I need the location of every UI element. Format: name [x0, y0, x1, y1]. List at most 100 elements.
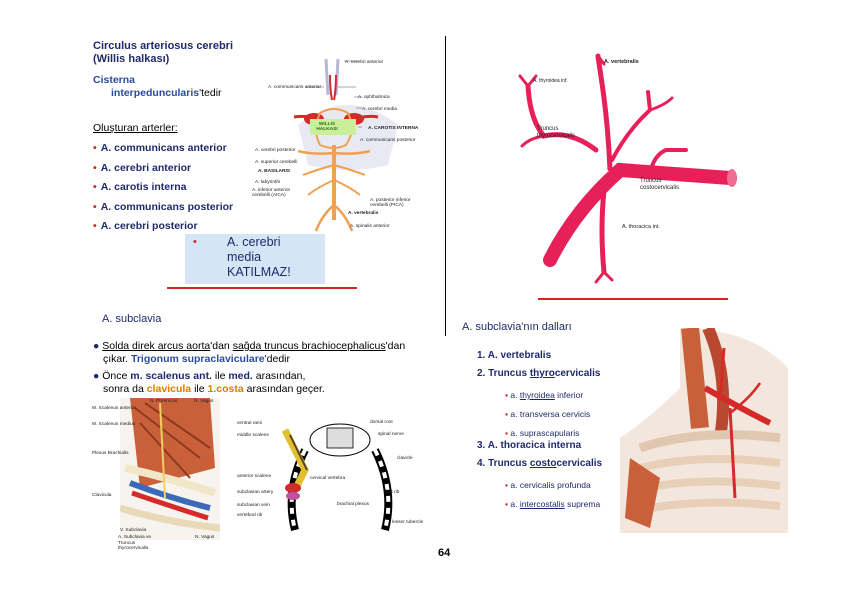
cerebri-media-note: A. cerebri media KATILMAZ!: [227, 235, 291, 280]
b1-dedir: 'dedir: [265, 353, 290, 365]
lbl-v-ventral-rami: ventral rami: [237, 421, 262, 426]
b1-dan2: 'dan: [386, 340, 406, 352]
cisterna-suffix: 'tedir: [199, 87, 221, 99]
lbl-v-anterior-scalene: anterior scalene: [237, 474, 271, 479]
column-divider: [445, 36, 446, 336]
lbl-fig-v-subclavia: V. Subclavia: [120, 528, 146, 533]
artery-item: •A. carotis interna: [93, 178, 233, 198]
cisterna-text: Cisterna interpeduncularis'tedir: [93, 74, 222, 100]
red-divider-right: [538, 298, 728, 300]
b2-gecer: arasından geçer.: [244, 383, 325, 395]
lbl-labyrinthi: A. labyrinthi: [255, 180, 280, 185]
branch-4-sublist: ▪ a. cervicalis profunda ▪ a. intercosta…: [505, 476, 600, 514]
lbl-cerebri-anterior: A. cerebri anterior: [345, 60, 383, 65]
lbl-superior-cerebelli: A. superior cerebelli: [255, 160, 297, 165]
lbl-v-lesser-tubercle: lesser tubercle: [392, 520, 423, 525]
lbl-v-brachial: brachial plexus: [337, 502, 369, 507]
lbl-vertebralis: A. vertebralis: [348, 211, 378, 216]
b2-once: Önce: [102, 370, 130, 382]
lbl-v-clavicle: clavicle: [397, 456, 413, 461]
b1-truncus: truncus brachiocephalicus: [264, 340, 385, 352]
olusturan-heading: Oluşturan arterler:: [93, 122, 178, 134]
lbl-fig-a-subclavia: A. Subclavia ve Truncus thyrocervicalis: [118, 535, 163, 552]
red-divider-left: [167, 287, 357, 289]
lbl-sub-vertebralis: A. vertebralis: [604, 59, 639, 65]
lbl-cerebri-posterior: A. cerebri posterior: [255, 148, 296, 153]
b2-arasindan: arasından,: [253, 370, 306, 382]
lbl-fig-phrenicus: N. Phrenicus: [150, 399, 177, 404]
lbl-communicans-posterior: A. communicans posterior: [360, 138, 415, 143]
b2-ile: ile: [212, 370, 228, 382]
willis-title: Circulus arteriosus cerebri (Willis halk…: [93, 40, 233, 66]
muscle-svg: [120, 398, 220, 540]
lbl-cerebri-media: A. cerebri media: [362, 107, 397, 112]
lbl-fig-clavicula: Clavicula: [92, 493, 111, 498]
lbl-fig-scalenus-med: M. Scalenus medius: [92, 422, 135, 427]
lbl-v-vertebral-rib: vertebral rib: [237, 513, 262, 518]
lbl-sub-costocervicalis: Truncus costocervicalis: [640, 178, 692, 192]
sub-transversa: ▪ a. transversa cervicis: [505, 405, 590, 424]
b2-med: med.: [228, 370, 253, 382]
note-line1: A. cerebri: [227, 235, 291, 250]
cisterna-label: Cisterna: [93, 74, 222, 87]
muscle-figure: [120, 398, 220, 540]
lbl-v-dorsal-root: dorsal root: [370, 420, 393, 425]
subclavia-bullet2: ● Önce m. scalenus ant. ile med. arasınd…: [93, 370, 433, 396]
lbl-ophthalmica: A. ophthalmica: [358, 95, 390, 100]
b1-sagda: sağda: [233, 340, 265, 352]
lbl-v-subclavian-vein: subclavian vein: [237, 503, 270, 508]
b2-scalenus-ant: m. scalenus ant.: [130, 370, 212, 382]
page-number: 64: [438, 547, 450, 559]
subclavia-bullet1: ● Solda direk arcus aorta'dan sağda trun…: [93, 340, 433, 366]
note-line2: media: [227, 250, 291, 265]
lbl-v-subclavian-artery: subclavian artery: [237, 490, 273, 495]
sub-intercostalis: ▪ a. intercostalis suprema: [505, 495, 600, 514]
subclavia-diagram: [500, 50, 750, 285]
lbl-fig-vagus2: N. Vagus: [195, 535, 214, 540]
lbl-fig-vagus: N. Vagus: [194, 399, 213, 404]
lbl-v-cervical: cervical vertebra: [310, 476, 345, 481]
lbl-aica: A. inferior anterior cerebelli (AICA): [252, 188, 300, 198]
cisterna-name: interpeduncularis: [111, 87, 199, 99]
branch-2: 2. Truncus thyrocervicalis: [477, 368, 600, 379]
b2-ile2: ile: [191, 383, 207, 395]
lbl-sub-thoracica: A. thoracica int.: [622, 224, 660, 230]
highlight-bullet: •: [193, 236, 197, 248]
b1-cikar: çıkar.: [103, 353, 131, 365]
subclavia-svg: [500, 50, 750, 285]
branch-3-text: A. thoracica interna: [488, 440, 581, 451]
lbl-communicans-anterior: A. communicans anterior: [268, 85, 321, 90]
artery-item: •A. communicans anterior: [93, 139, 233, 159]
willis-svg: [258, 55, 438, 235]
lbl-v-first-rib: first rib: [385, 490, 399, 495]
artery-item: •A. communicans posterior: [93, 198, 233, 218]
lbl-sub-thyroidea: A. thyroidea inf.: [533, 78, 568, 84]
branch-4: 4. Truncus costocervicalis: [477, 458, 602, 469]
willis-diagram: [258, 55, 438, 235]
lbl-spinalis-anterior: A. spinalis anterior: [350, 224, 389, 229]
lbl-v-middle-scalene: middle scalene: [237, 433, 269, 438]
artery-list: •A. communicans anterior •A. cerebri ant…: [93, 139, 233, 237]
subclavia-title: A. subclavia: [102, 313, 161, 325]
branch-3: 3. A. thoracica interna: [477, 440, 581, 451]
lbl-fig-scalenus-ant: M. Scalenus anterior: [92, 406, 136, 411]
b1-trigonum: Trigonum supraclaviculare: [131, 353, 265, 365]
branch-2-sublist: ▪ a. thyroidea inferior ▪ a. transversa …: [505, 386, 590, 443]
lbl-pica: A. posterior inferior cerebelli (PICA): [370, 198, 420, 208]
b1-arcus-aorta: arcus aorta: [158, 340, 211, 352]
lbl-basilaris: A. BASILARIS: [258, 169, 290, 174]
artery-item: •A. cerebri anterior: [93, 159, 233, 179]
b2-costa: 1.costa: [208, 383, 244, 395]
sub-thyroidea: ▪ a. thyroidea inferior: [505, 386, 590, 405]
lbl-sub-thyrocervicalis: Truncus thyrocervicalis: [537, 126, 587, 140]
sub-cervicalis: ▪ a. cervicalis profunda: [505, 476, 600, 495]
lbl-fig-plexus: Plexus Brachialis: [92, 451, 129, 456]
branch-1: 1. A. vertebralis: [477, 350, 551, 361]
anatomy-right-svg: [620, 328, 788, 533]
anatomy-figure-right: [620, 328, 788, 533]
willis-title-line1: Circulus arteriosus cerebri: [93, 40, 233, 53]
branches-title: A. subclavia'nın dalları: [462, 321, 572, 333]
lbl-willis-halkasi: WILLIS HALKASI: [316, 122, 338, 132]
b2-clavicula: clavicula: [147, 383, 191, 395]
note-line3: KATILMAZ!: [227, 265, 291, 280]
